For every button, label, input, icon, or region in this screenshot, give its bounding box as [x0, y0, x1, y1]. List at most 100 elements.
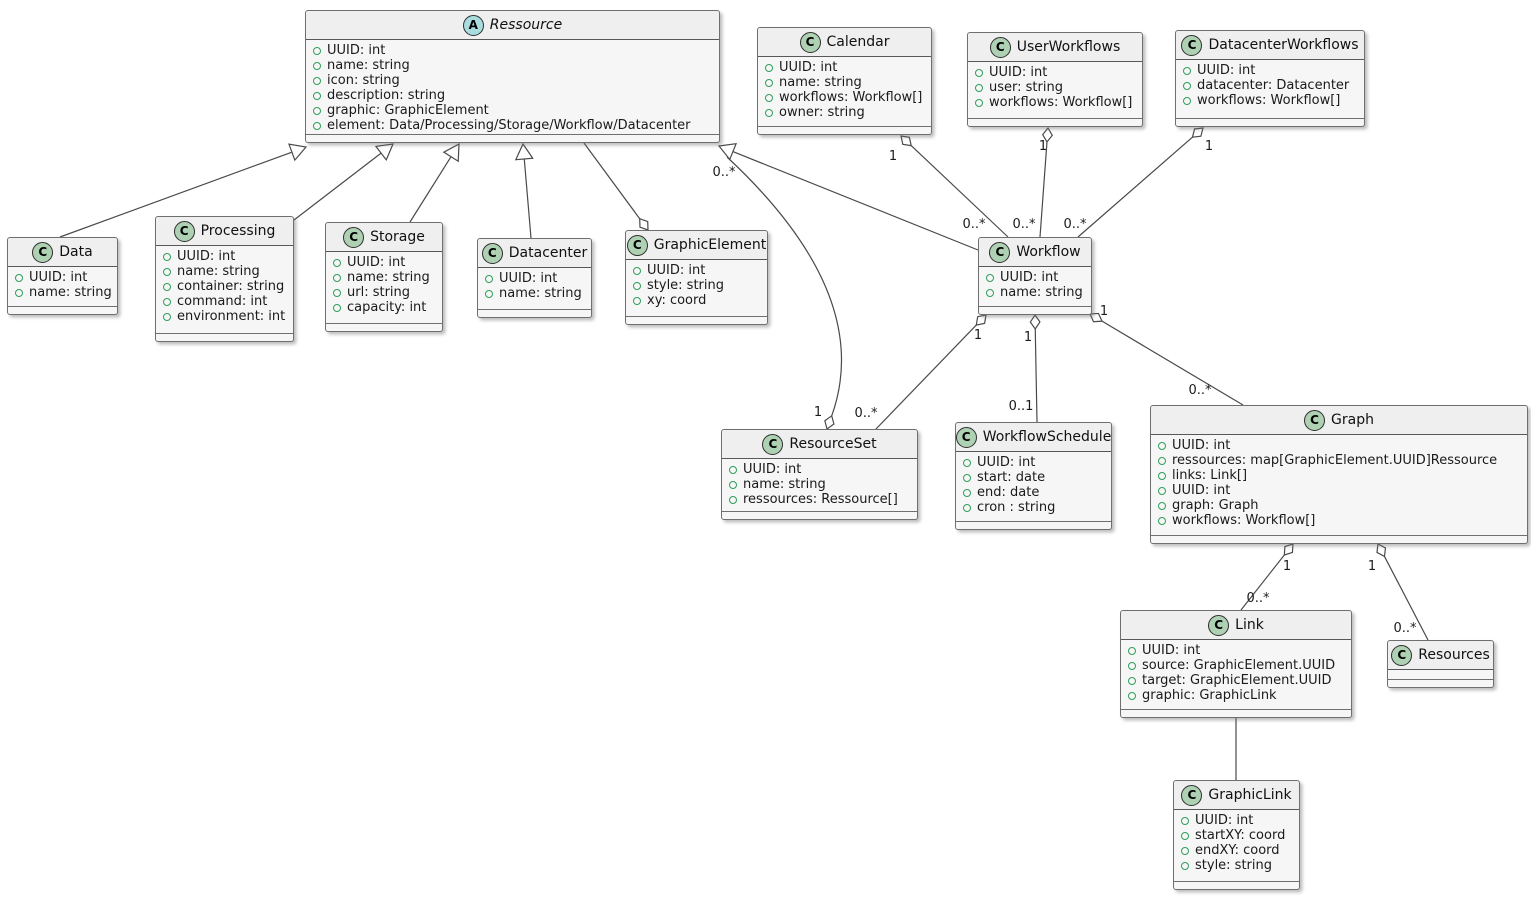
class-attribute: environment: int: [163, 309, 285, 324]
attribute-text: workflows: Workflow[]: [1197, 93, 1341, 108]
field-visibility-icon: [1158, 501, 1166, 510]
edge-workflow-graph: [1101, 320, 1244, 406]
class-icon: C: [1304, 409, 1326, 431]
class-attribute: UUID: int: [1158, 438, 1519, 453]
class-attribute: graphic: GraphicElement: [313, 103, 711, 118]
class-icon: C: [1181, 34, 1203, 56]
multiplicity-label: 0..*: [1246, 591, 1270, 606]
field-visibility-icon: [1128, 676, 1136, 685]
multiplicity-label: 0..*: [1012, 217, 1036, 232]
attribute-text: UUID: int: [989, 65, 1048, 80]
attribute-text: name: string: [743, 477, 826, 492]
class-attribute: end: date: [963, 485, 1103, 500]
field-visibility-icon: [1181, 831, 1189, 840]
attribute-text: UUID: int: [647, 263, 706, 278]
class-attributes: [1388, 670, 1493, 679]
field-visibility-icon: [333, 303, 341, 312]
class-attribute: name: string: [485, 286, 583, 301]
class-icon: C: [955, 426, 977, 448]
class-attribute: UUID: int: [1128, 643, 1343, 658]
attribute-text: capacity: int: [347, 300, 427, 315]
field-visibility-icon: [163, 267, 171, 276]
inheritance-arrow-icon: [442, 142, 460, 163]
field-visibility-icon: [163, 252, 171, 261]
class-attribute: target: GraphicElement.UUID: [1128, 673, 1343, 688]
attribute-text: element: Data/Processing/Storage/Workflo…: [327, 118, 691, 133]
edge-resourceset-ressources: [726, 156, 843, 417]
field-visibility-icon: [313, 106, 321, 115]
attribute-text: UUID: int: [1142, 643, 1201, 658]
field-visibility-icon: [1158, 471, 1166, 480]
field-visibility-icon: [975, 68, 983, 77]
field-visibility-icon: [986, 273, 994, 282]
aggregation-diamond-icon: [1041, 126, 1054, 144]
attribute-text: workflows: Workflow[]: [779, 90, 923, 105]
field-visibility-icon: [633, 266, 641, 275]
attribute-text: datacenter: Datacenter: [1197, 78, 1350, 93]
class-attribute: xy: coord: [633, 293, 759, 308]
class-name: Storage: [370, 229, 425, 245]
attribute-text: graphic: GraphicLink: [1142, 688, 1277, 703]
class-name: UserWorkflows: [1016, 39, 1121, 55]
field-visibility-icon: [633, 296, 641, 305]
field-visibility-icon: [1183, 81, 1191, 90]
edge-datacenterworkflows-workflows: [1077, 136, 1193, 238]
attribute-text: workflows: Workflow[]: [989, 95, 1133, 110]
field-visibility-icon: [729, 495, 737, 504]
class-attribute: UUID: int: [765, 60, 923, 75]
attribute-text: UUID: int: [743, 462, 802, 477]
attribute-text: environment: int: [177, 309, 286, 324]
field-visibility-icon: [765, 78, 773, 87]
inheritance-arrow-icon: [514, 142, 534, 161]
class-attribute: UUID: int: [975, 65, 1134, 80]
class-attribute: user: string: [975, 80, 1134, 95]
class-attribute: source: GraphicElement.UUID: [1128, 658, 1343, 673]
class-attribute: UUID: int: [633, 263, 759, 278]
class-title-datacenter: C Datacenter: [478, 239, 591, 268]
attribute-text: UUID: int: [1172, 438, 1231, 453]
class-name: Datacenter: [508, 245, 588, 261]
edge-workflow-extends-ressource: [732, 151, 979, 251]
class-icon: C: [481, 242, 503, 264]
class-methods-compartment: [1388, 679, 1493, 687]
class-name: ResourceSet: [789, 436, 877, 452]
class-name: Ressource: [489, 17, 563, 33]
class-methods-compartment: [968, 118, 1142, 126]
attribute-text: end: date: [977, 485, 1040, 500]
class-methods-compartment: [979, 306, 1091, 314]
attribute-text: endXY: coord: [1195, 843, 1280, 858]
field-visibility-icon: [333, 273, 341, 282]
attribute-text: name: string: [29, 285, 112, 300]
attribute-text: workflows: Workflow[]: [1172, 513, 1316, 528]
field-visibility-icon: [729, 465, 737, 474]
class-icon: C: [1181, 784, 1203, 806]
class-name: Link: [1235, 617, 1264, 633]
class-icon: C: [989, 36, 1011, 58]
multiplicity-label: 0..*: [962, 217, 986, 232]
field-visibility-icon: [1158, 456, 1166, 465]
attribute-text: ressources: map[GraphicElement.UUID]Ress…: [1172, 453, 1498, 468]
class-attribute: links: Link[]: [1158, 468, 1519, 483]
class-attribute: datacenter: Datacenter: [1183, 78, 1356, 93]
attribute-text: style: string: [647, 278, 725, 293]
attribute-text: UUID: int: [1172, 483, 1231, 498]
edge-graph-links: [1240, 554, 1285, 611]
class-methods-compartment: [1176, 118, 1364, 126]
class-name: Resources: [1418, 647, 1490, 663]
attribute-text: source: GraphicElement.UUID: [1142, 658, 1336, 673]
